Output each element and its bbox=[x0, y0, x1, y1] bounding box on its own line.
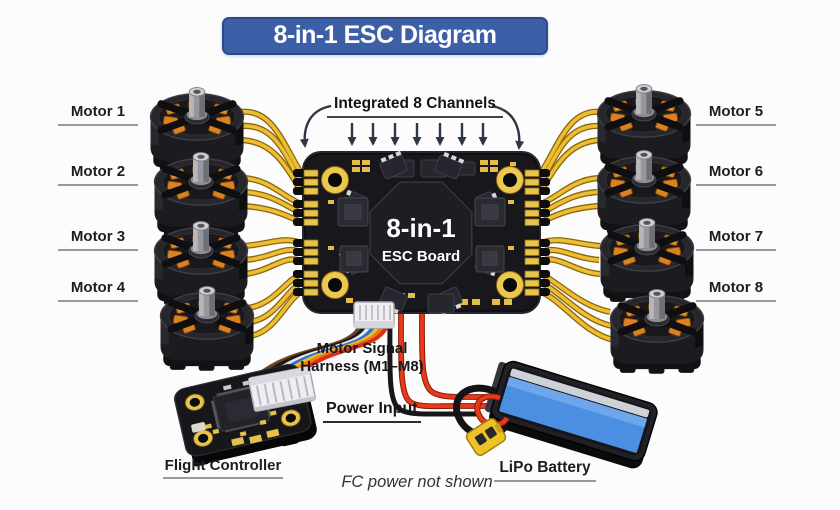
motor-4-illustration bbox=[159, 285, 255, 372]
title-banner: 8-in-1 ESC Diagram bbox=[222, 17, 548, 55]
fc-signal-connector bbox=[248, 366, 316, 412]
label-motor-6: Motor 6 bbox=[696, 163, 776, 187]
motor-7-illustration bbox=[599, 217, 695, 304]
battery-blue-label bbox=[499, 377, 647, 453]
label-integrated-channels: Integrated 8 Channels bbox=[327, 95, 503, 118]
signal-harness-wires bbox=[255, 324, 389, 378]
esc-signal-connector bbox=[353, 301, 395, 329]
lipo-battery-illustration bbox=[452, 360, 658, 469]
flight-controller-illustration bbox=[174, 363, 317, 467]
esc-right-pads bbox=[524, 169, 550, 296]
label-motor-3: Motor 3 bbox=[58, 228, 138, 252]
label-power-input: Power Input bbox=[323, 400, 421, 423]
label-motor-4: Motor 4 bbox=[58, 279, 138, 303]
esc-center-octagon bbox=[369, 181, 473, 285]
label-motor-signal-harness: Motor Signal Harness (M1–M8) bbox=[288, 340, 436, 377]
label-motor-7: Motor 7 bbox=[696, 228, 776, 252]
label-motor-8: Motor 8 bbox=[696, 279, 776, 303]
footnote-text: FC power not shown bbox=[341, 473, 493, 491]
label-lipo-battery: LiPo Battery bbox=[494, 459, 596, 482]
page-title: 8-in-1 ESC Diagram bbox=[273, 21, 497, 49]
channel-arrows bbox=[299, 104, 525, 150]
esc-board-illustration: 8-in-1 ESC Board bbox=[293, 150, 550, 329]
esc-board-title: 8-in-1 bbox=[386, 213, 455, 243]
label-motor-5: Motor 5 bbox=[696, 103, 776, 127]
fc-mcu-chip bbox=[210, 384, 271, 433]
label-motor-2: Motor 2 bbox=[58, 163, 138, 187]
harness-label-line2: Harness (M1–M8) bbox=[300, 358, 424, 376]
label-motor-1: Motor 1 bbox=[58, 103, 138, 127]
xt60-connector bbox=[465, 418, 507, 456]
label-flight-controller: Flight Controller bbox=[163, 457, 283, 479]
harness-label-line1: Motor Signal bbox=[316, 340, 408, 357]
esc-left-pads bbox=[293, 169, 319, 296]
esc-board-subtitle: ESC Board bbox=[382, 248, 460, 265]
motor-8-illustration bbox=[609, 288, 705, 375]
esc-mounting-holes bbox=[321, 166, 524, 299]
